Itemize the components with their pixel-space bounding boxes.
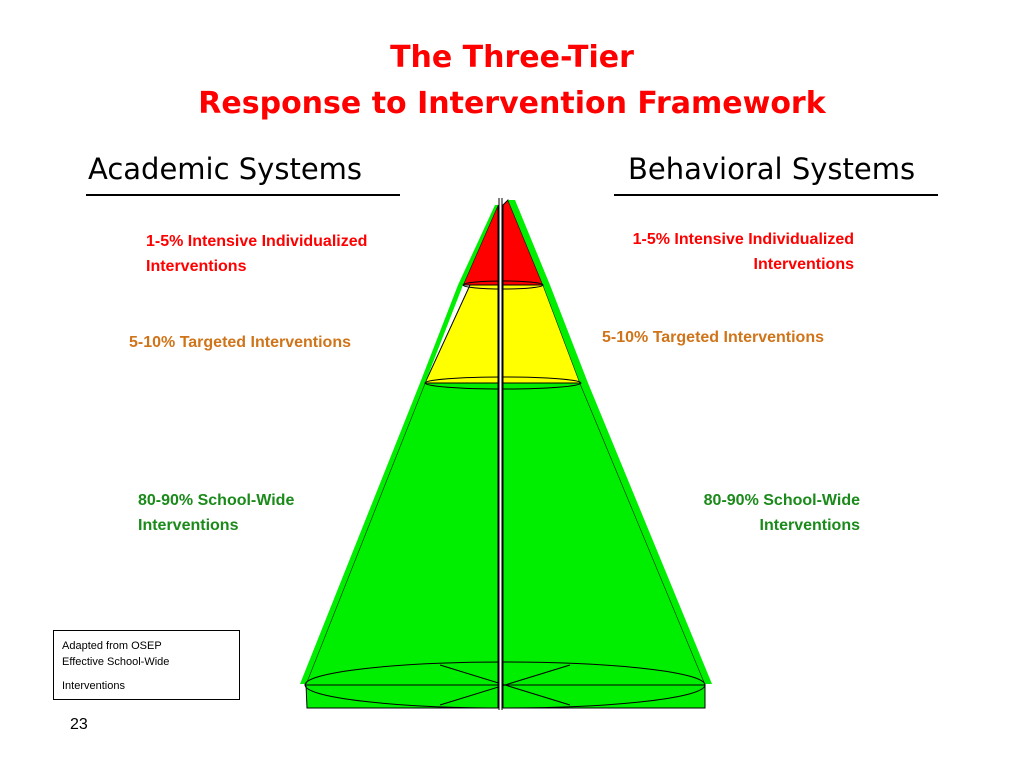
academic-targeted-label: 5-10% Targeted Interventions: [129, 334, 351, 351]
source-line1: Adapted from OSEP: [62, 640, 162, 652]
slide-title-line2: Response to Intervention Framework: [198, 86, 826, 121]
academic-cone-edge: [300, 205, 498, 684]
academic-heading-underline: [86, 194, 400, 196]
source-line2: Effective School-Wide: [62, 656, 170, 668]
behavioral-cone-edge: [508, 200, 712, 684]
behavioral-intensive-label: 1-5% Intensive Individualized Interventi…: [632, 231, 854, 273]
source-line3: Interventions: [62, 680, 125, 692]
academic-intensive-label: 1-5% Intensive Individualized Interventi…: [146, 233, 368, 275]
targeted-boundary-ellipse: [424, 376, 582, 390]
behavioral-school-wide-label: 80-90% School-Wide Interventions: [703, 492, 860, 534]
source-citation-box: Adapted from OSEP Effective School-Wide …: [53, 630, 240, 700]
academic-tier-targeted: [424, 284, 499, 384]
page-number: 23: [70, 716, 88, 733]
academic-school-wide-label: 80-90% School-Wide Interventions: [138, 492, 295, 534]
behavioral-heading-underline: [614, 194, 938, 196]
slide-title-line1: The Three-Tier: [390, 40, 634, 75]
behavioral-targeted-label: 5-10% Targeted Interventions: [602, 329, 824, 346]
intensive-boundary-ellipse: [462, 280, 544, 290]
academic-systems-heading: Academic Systems: [88, 152, 363, 186]
behavioral-tier-intensive: [502, 199, 544, 286]
behavioral-systems-heading: Behavioral Systems: [628, 152, 916, 186]
